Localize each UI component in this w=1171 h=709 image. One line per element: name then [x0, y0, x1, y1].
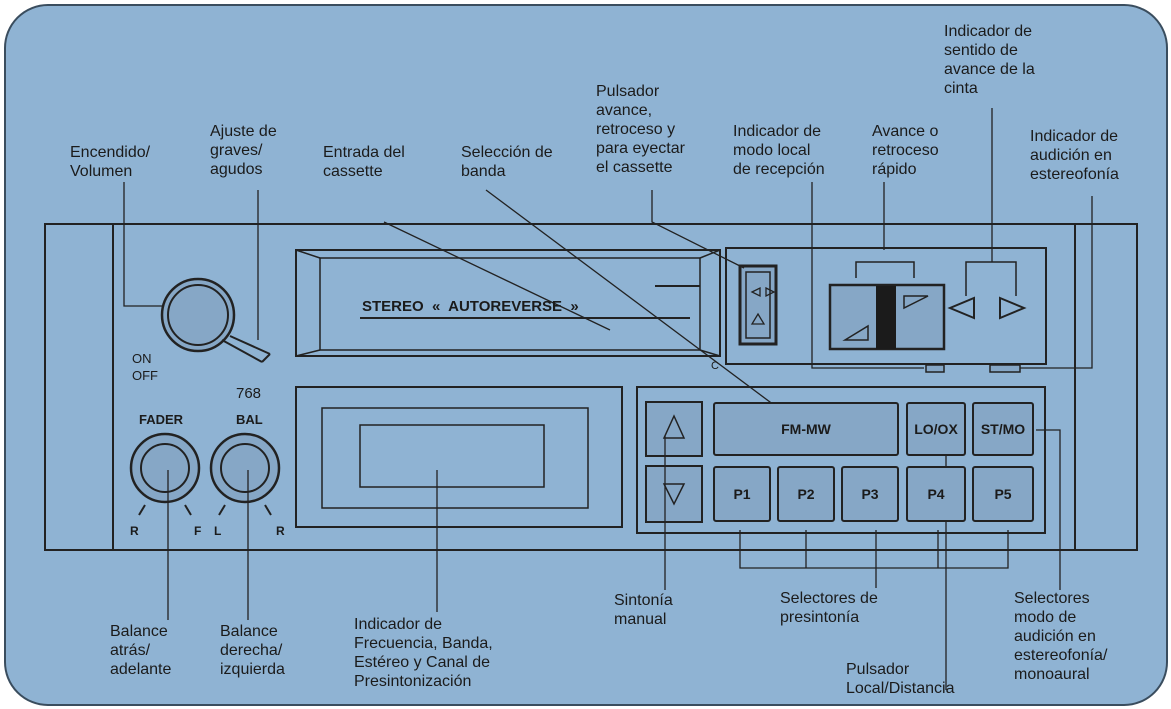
- fader-label: FADER: [139, 412, 184, 427]
- volume-knob[interactable]: [160, 277, 271, 363]
- preset-button-p1[interactable]: P1: [713, 466, 771, 522]
- fader-knob[interactable]: [129, 432, 201, 516]
- bal-label: BAL: [236, 412, 263, 427]
- model-number: 768: [236, 385, 262, 402]
- label-encendido-volumen: Encendido/Volumen: [70, 144, 151, 180]
- eject-button[interactable]: [738, 264, 778, 346]
- callout-lines: [123, 108, 1093, 690]
- preset-button-p2[interactable]: P2: [777, 466, 835, 522]
- buttons-panel: [636, 386, 1046, 534]
- fast-forward-rewind-button[interactable]: [828, 261, 946, 351]
- tape-direction-indicator: [947, 261, 1027, 320]
- fader-f-label: F: [194, 524, 202, 538]
- preset-button-p5[interactable]: P5: [972, 466, 1034, 522]
- bal-l-label: L: [214, 524, 222, 538]
- frequency-display: [295, 386, 623, 528]
- radio-faceplate: [44, 223, 1138, 551]
- tune-up-button[interactable]: [645, 401, 703, 457]
- preset-button-p3[interactable]: P3: [841, 466, 899, 522]
- fader-r-label: R: [130, 524, 139, 538]
- stereo-mono-button[interactable]: ST/MO: [972, 402, 1034, 456]
- faceplate-inner-frame: [112, 225, 1076, 549]
- transport-panel: [725, 247, 1047, 365]
- cassette-stereo-autoreverse: STEREO « AUTOREVERSE »: [362, 298, 579, 315]
- local-distance-button[interactable]: LO/OX: [906, 402, 966, 456]
- bal-r-label: R: [276, 524, 285, 538]
- local-mode-led: [925, 364, 945, 373]
- balance-knob[interactable]: [209, 432, 281, 516]
- band-select-button[interactable]: FM-MW: [713, 402, 899, 456]
- c-mark: C: [711, 360, 719, 372]
- stereo-led: [989, 364, 1021, 373]
- preset-button-p4[interactable]: P4: [906, 466, 966, 522]
- tune-down-button[interactable]: [645, 465, 703, 523]
